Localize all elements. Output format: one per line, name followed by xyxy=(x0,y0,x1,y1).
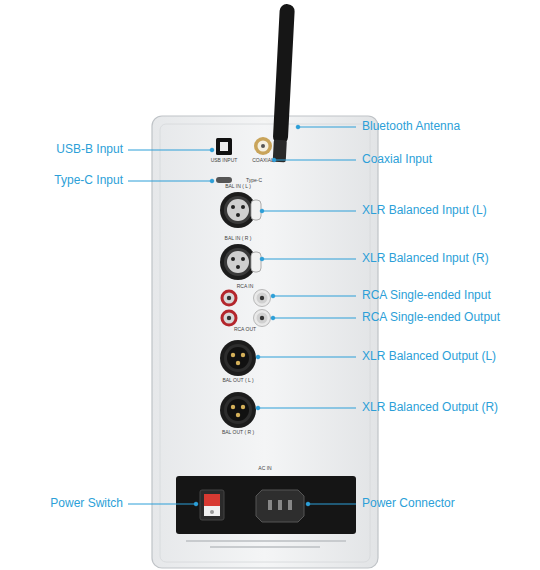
panel-marking: BAL OUT ( L ) xyxy=(222,378,253,384)
callout-label: XLR Balanced Output (R) xyxy=(362,401,498,415)
panel-marking: BAL IN ( R ) xyxy=(225,236,252,242)
panel-marking: BAL IN ( L ) xyxy=(225,184,251,190)
bluetooth-antenna xyxy=(272,4,295,163)
leader-lines xyxy=(128,125,356,506)
callout-label: Coaxial Input xyxy=(362,153,432,167)
callout-label: RCA Single-ended Output xyxy=(362,311,500,325)
callout-label: Power Connector xyxy=(362,497,455,511)
panel-marking: AC IN xyxy=(258,466,271,472)
callout-label: Type-C Input xyxy=(54,174,123,188)
coaxial-port xyxy=(254,137,272,155)
panel-marking: BAL OUT ( R ) xyxy=(222,430,254,436)
callout-label: XLR Balanced Output (L) xyxy=(362,350,496,364)
callout-label: XLR Balanced Input (L) xyxy=(362,204,487,218)
device-panel xyxy=(152,116,378,568)
rca-in-r xyxy=(221,290,238,307)
panel-marking: COAXIAL xyxy=(252,158,274,164)
callout-label: Power Switch xyxy=(50,497,123,511)
panel-marking: Type-C xyxy=(246,178,262,184)
panel-marking: USB INPUT xyxy=(211,158,238,164)
xlr-output-r xyxy=(220,392,256,428)
panel-marking: RCA OUT xyxy=(234,327,256,333)
rca-in-l xyxy=(254,290,271,307)
panel-marking: RCA IN xyxy=(237,284,254,290)
panel-inner xyxy=(160,124,370,562)
type-c-port xyxy=(216,177,232,183)
callout-label: XLR Balanced Input (R) xyxy=(362,252,489,266)
xlr-input-l xyxy=(220,192,261,228)
power-module xyxy=(176,476,356,548)
usb-b-port xyxy=(216,138,232,155)
rca-out-r xyxy=(221,310,238,327)
callout-label: Bluetooth Antenna xyxy=(362,120,460,134)
rca-out-l xyxy=(254,310,271,327)
callout-label: RCA Single-ended Input xyxy=(362,289,491,303)
callout-label: USB-B Input xyxy=(56,143,123,157)
xlr-output-l xyxy=(220,340,256,376)
xlr-input-r xyxy=(220,244,261,280)
